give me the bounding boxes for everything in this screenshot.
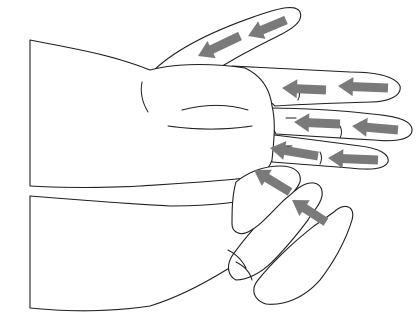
- lower-hand-back: [30, 196, 262, 311]
- palm: [30, 40, 274, 188]
